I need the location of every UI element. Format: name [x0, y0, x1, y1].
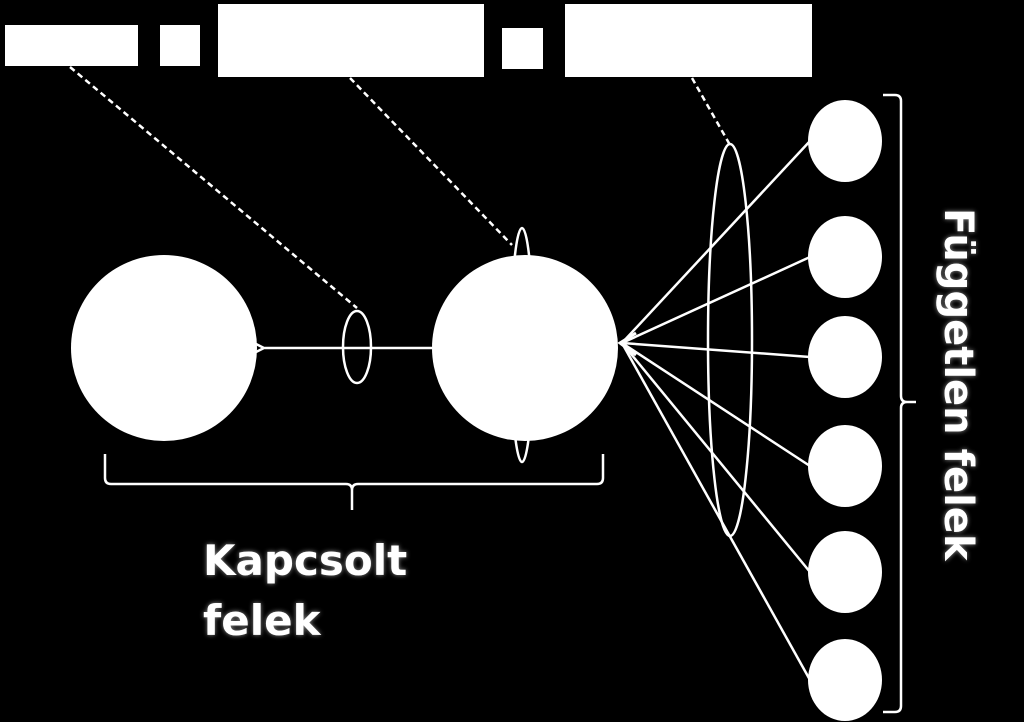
fan-line-3: [621, 341, 811, 359]
fan-line-5: [621, 342, 811, 573]
header-box-3: [218, 4, 484, 77]
header-boxes: [5, 4, 812, 77]
header-box-5: [565, 4, 812, 77]
independent-parties-label: Független felek: [935, 208, 981, 562]
right-party-ellipse: [509, 226, 535, 464]
fan-line-4: [621, 341, 811, 468]
independent-party-6: [808, 639, 882, 721]
independent-party-2: [808, 216, 882, 298]
leader-line-1: [69, 66, 358, 309]
header-box-2: [160, 25, 200, 66]
fan-line-6: [620, 342, 812, 681]
independent-party-5: [808, 531, 882, 613]
fan-arrowhead: [617, 331, 637, 357]
fan-lines: [620, 140, 812, 681]
header-box-1: [5, 25, 138, 66]
coupled-parties-bracket: [103, 454, 605, 510]
dashed-leaders: [69, 66, 732, 309]
fan-line-2: [621, 255, 811, 345]
independent-transaction-ellipse: [706, 142, 754, 538]
independent-parties-bracket: [883, 93, 916, 714]
independent-party-3: [808, 316, 882, 398]
coupled-transaction-ellipse: [341, 309, 373, 385]
header-box-4: [502, 28, 543, 69]
leader-line-2: [349, 77, 513, 246]
independent-parties: [808, 100, 882, 721]
coupled-parties-label-line1: Kapcsolt: [203, 536, 407, 585]
independent-party-1: [808, 100, 882, 182]
leader-line-3: [690, 77, 732, 146]
independent-party-4: [808, 425, 882, 507]
coupled-party-left: [71, 255, 257, 441]
coupled-party-right: [432, 255, 618, 441]
coupled-parties-label-line2: felek: [203, 596, 322, 645]
fan-line-1: [621, 140, 811, 344]
